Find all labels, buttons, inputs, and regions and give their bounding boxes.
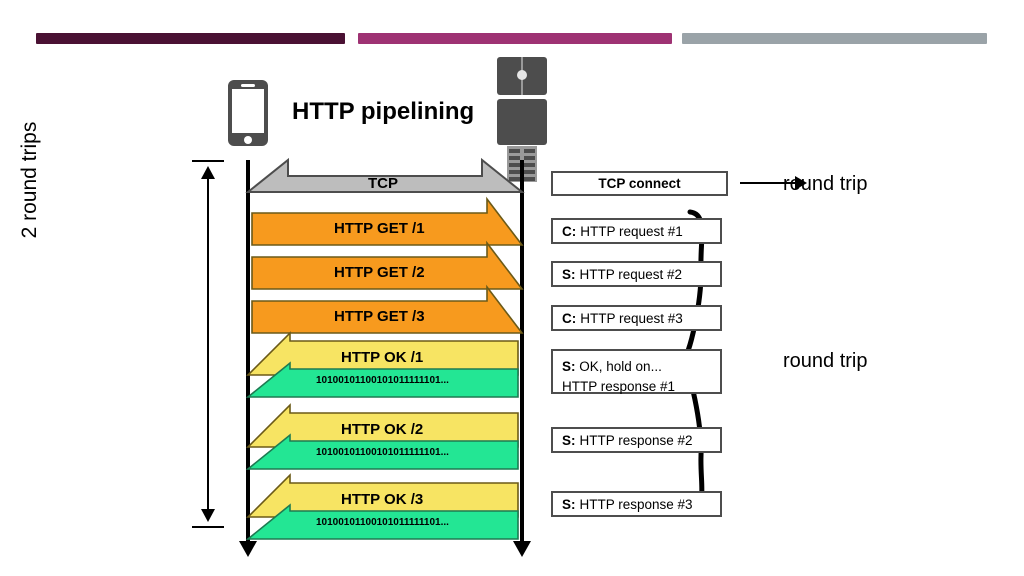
legend-request-1-text: HTTP request #1 (580, 223, 683, 239)
round-trip-arrow-line (740, 182, 798, 184)
arrow-label-get1: HTTP GET /1 (334, 220, 425, 237)
server-indicator-dot (517, 70, 527, 80)
legend-tcp-connect[interactable]: TCP connect (551, 171, 728, 196)
arrow-get1 (251, 196, 524, 246)
measure-line (207, 168, 209, 520)
legend-response-1[interactable]: S: OK, hold on... HTTP response #1 (551, 349, 722, 394)
arrow-label-ok2: HTTP OK /2 (341, 421, 424, 438)
round-trips-measure (192, 160, 224, 528)
legend-response-3-role: S: (562, 496, 576, 512)
legend-request-2[interactable]: S: HTTP request #2 (551, 261, 722, 287)
measure-arrow-up-icon (201, 166, 215, 179)
arrow-data2 (245, 433, 519, 470)
top-bar-magenta (358, 33, 672, 44)
server-timeline-arrowhead (513, 541, 531, 557)
legend-request-1[interactable]: C: HTTP request #1 (551, 218, 722, 244)
legend-response-3-text: HTTP response #3 (579, 496, 693, 512)
legend-request-3-text: HTTP request #3 (580, 310, 683, 326)
server-bottom-unit (497, 99, 547, 182)
arrow-label-data3: 10100101100101011111101... (316, 517, 449, 528)
arrow-label-get2: HTTP GET /2 (334, 264, 425, 281)
arrow-label-data2: 10100101100101011111101... (316, 447, 449, 458)
legend-request-2-text: HTTP request #2 (579, 266, 683, 282)
client-timeline (246, 160, 250, 544)
smartphone-screen (232, 89, 264, 133)
legend-request-3[interactable]: C: HTTP request #3 (551, 305, 722, 331)
arrow-tcp (245, 157, 525, 193)
legend-response-3[interactable]: S: HTTP response #3 (551, 491, 722, 517)
smartphone-icon (228, 80, 268, 146)
arrow-get3 (251, 284, 524, 334)
round-trip-label-bottom: round trip (783, 350, 868, 372)
legend-response-2-role: S: (562, 432, 576, 448)
smartphone-home-button (244, 136, 252, 144)
measure-cap-top (192, 160, 224, 162)
arrow-label-get3: HTTP GET /3 (334, 308, 425, 325)
measure-cap-bottom (192, 526, 224, 528)
legend-request-1-role: C: (562, 223, 577, 239)
arrow-label-tcp: TCP (368, 175, 398, 192)
server-timeline (520, 160, 524, 544)
page-title: HTTP pipelining (292, 98, 475, 125)
arrow-get2 (251, 240, 524, 290)
measure-arrow-down-icon (201, 509, 215, 522)
server-top-unit (497, 57, 547, 95)
client-timeline-arrowhead (239, 541, 257, 557)
legend-response-1-text2: HTTP response #1 (562, 378, 676, 394)
legend-request-3-role: C: (562, 310, 577, 326)
top-bar-dark-maroon (36, 33, 345, 44)
arrow-data1 (245, 361, 519, 398)
top-bar-gray (682, 33, 987, 44)
legend-response-2[interactable]: S: HTTP response #2 (551, 427, 722, 453)
round-trip-label-top: round trip (783, 173, 868, 195)
legend-response-2-text: HTTP response #2 (579, 432, 693, 448)
legend-request-2-role: S: (562, 266, 576, 282)
arrow-label-data1: 10100101100101011111101... (316, 375, 449, 386)
server-rack-icon (497, 57, 547, 182)
smartphone-speaker (241, 84, 255, 87)
arrow-label-ok3: HTTP OK /3 (341, 491, 424, 508)
arrow-label-ok1: HTTP OK /1 (341, 349, 424, 366)
legend-response-1-role: S: (562, 359, 576, 374)
round-trip-arrow-head-icon (795, 176, 807, 190)
arrow-data3 (245, 503, 519, 540)
legend-response-1-text: OK, hold on... (579, 359, 662, 374)
legend-tcp-connect-text: TCP connect (598, 176, 681, 191)
